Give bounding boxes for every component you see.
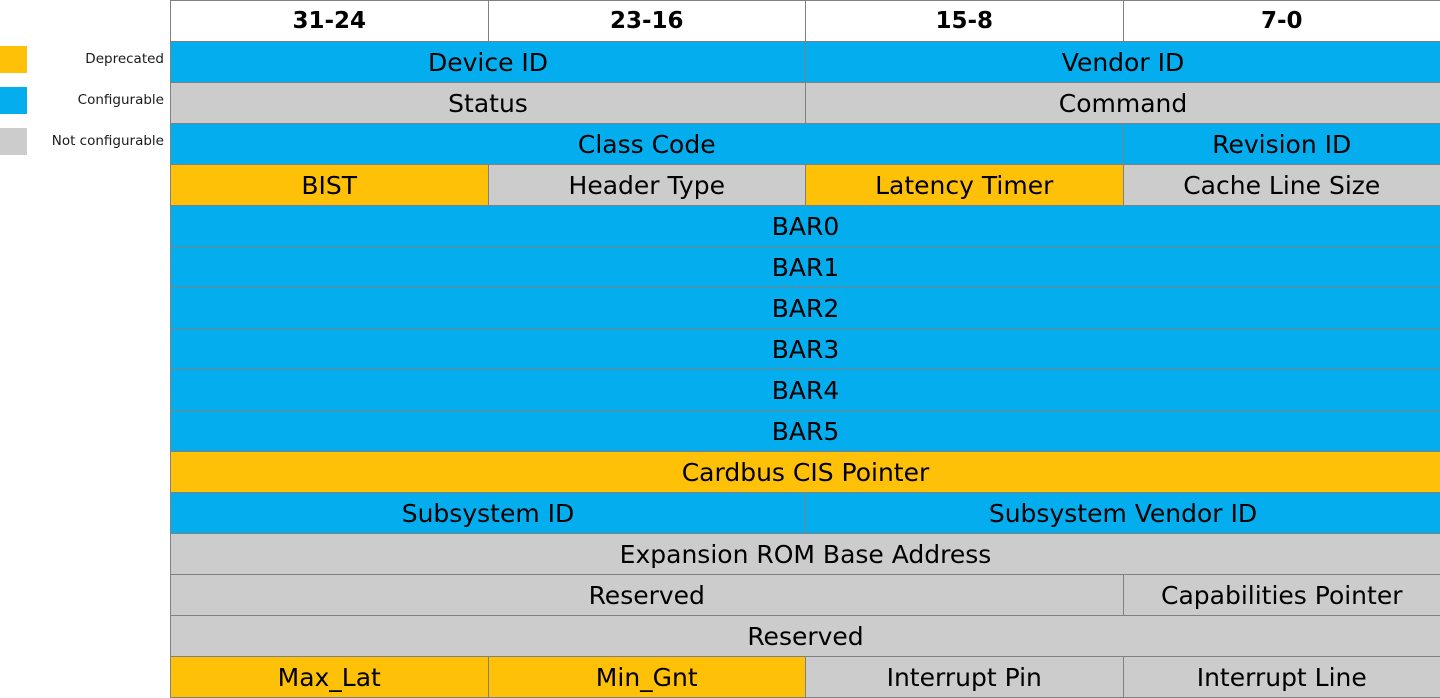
legend-item-deprecated: Deprecated bbox=[0, 46, 170, 73]
register-field-bar5: BAR5 bbox=[171, 411, 1440, 452]
register-field-cache-line-size: Cache Line Size bbox=[1123, 165, 1440, 206]
register-field-status: Status bbox=[171, 83, 806, 124]
register-field-bar2: BAR2 bbox=[171, 288, 1440, 329]
legend-swatch-deprecated bbox=[0, 46, 27, 73]
register-field-bar4: BAR4 bbox=[171, 370, 1440, 411]
register-row: Cardbus CIS Pointer bbox=[171, 452, 1440, 493]
register-row: Expansion ROM Base Address bbox=[171, 534, 1440, 575]
bit-range-header-7-0: 7-0 bbox=[1123, 1, 1440, 42]
register-field-bar0: BAR0 bbox=[171, 206, 1440, 247]
legend-label-configurable: Configurable bbox=[27, 94, 170, 108]
register-row: BAR4 bbox=[171, 370, 1440, 411]
register-field-interrupt-pin: Interrupt Pin bbox=[806, 657, 1124, 698]
register-row: BAR1 bbox=[171, 247, 1440, 288]
register-field-reserved: Reserved bbox=[171, 616, 1440, 657]
register-field-device-id: Device ID bbox=[171, 42, 806, 83]
register-field-latency-timer: Latency Timer bbox=[806, 165, 1124, 206]
register-field-bar3: BAR3 bbox=[171, 329, 1440, 370]
legend-swatch-configurable bbox=[0, 87, 27, 114]
legend-label-deprecated: Deprecated bbox=[27, 53, 170, 67]
legend-item-configurable: Configurable bbox=[0, 87, 170, 114]
register-field-header-type: Header Type bbox=[488, 165, 806, 206]
legend-label-not_configurable: Not configurable bbox=[27, 135, 170, 149]
register-field-expansion-rom-base-address: Expansion ROM Base Address bbox=[171, 534, 1440, 575]
register-field-cardbus-cis-pointer: Cardbus CIS Pointer bbox=[171, 452, 1440, 493]
register-row: BAR0 bbox=[171, 206, 1440, 247]
register-field-reserved: Reserved bbox=[171, 575, 1124, 616]
register-row: BAR3 bbox=[171, 329, 1440, 370]
bit-range-header-15-8: 15-8 bbox=[806, 1, 1124, 42]
register-field-interrupt-line: Interrupt Line bbox=[1123, 657, 1440, 698]
register-field-capabilities-pointer: Capabilities Pointer bbox=[1123, 575, 1440, 616]
register-field-vendor-id: Vendor ID bbox=[806, 42, 1440, 83]
register-field-revision-id: Revision ID bbox=[1123, 124, 1440, 165]
legend-swatch-not_configurable bbox=[0, 128, 27, 155]
register-field-max-lat: Max_Lat bbox=[171, 657, 489, 698]
register-row: BAR5 bbox=[171, 411, 1440, 452]
register-field-class-code: Class Code bbox=[171, 124, 1124, 165]
register-field-min-gnt: Min_Gnt bbox=[488, 657, 806, 698]
register-field-subsystem-id: Subsystem ID bbox=[171, 493, 806, 534]
register-field-bist: BIST bbox=[171, 165, 489, 206]
bit-range-header-23-16: 23-16 bbox=[488, 1, 806, 42]
register-field-subsystem-vendor-id: Subsystem Vendor ID bbox=[806, 493, 1440, 534]
register-field-command: Command bbox=[806, 83, 1440, 124]
legend-item-not_configurable: Not configurable bbox=[0, 128, 170, 155]
register-field-bar1: BAR1 bbox=[171, 247, 1440, 288]
bit-range-header-31-24: 31-24 bbox=[171, 1, 489, 42]
register-row: BAR2 bbox=[171, 288, 1440, 329]
register-row: Reserved bbox=[171, 616, 1440, 657]
